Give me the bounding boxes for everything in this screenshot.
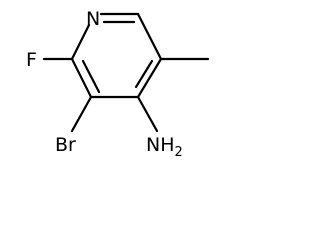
atom-bromine-label: Br: [55, 134, 76, 156]
molecule-drawing: N F Br NH2: [26, 8, 210, 160]
bond-c3-br: [70, 95, 93, 133]
bond-n1-c2: [70, 23, 91, 61]
structure-diagram: N F Br NH2: [26, 8, 210, 160]
amine-main-text: NH: [146, 134, 175, 156]
bond-c4-c5-inner: [134, 59, 154, 89]
bond-c4-n-amine: [136, 95, 159, 133]
bond-c2-c3-inner: [81, 59, 101, 94]
bond-c2-c3: [70, 57, 93, 99]
bond-c4-c5: [136, 57, 163, 99]
atom-amine-label: NH2: [146, 134, 183, 160]
atom-fluorine-label: F: [26, 49, 37, 71]
atom-nitrogen-label: N: [86, 8, 100, 30]
bond-c5-c6: [136, 12, 163, 61]
amine-subscript-text: 2: [175, 145, 183, 160]
